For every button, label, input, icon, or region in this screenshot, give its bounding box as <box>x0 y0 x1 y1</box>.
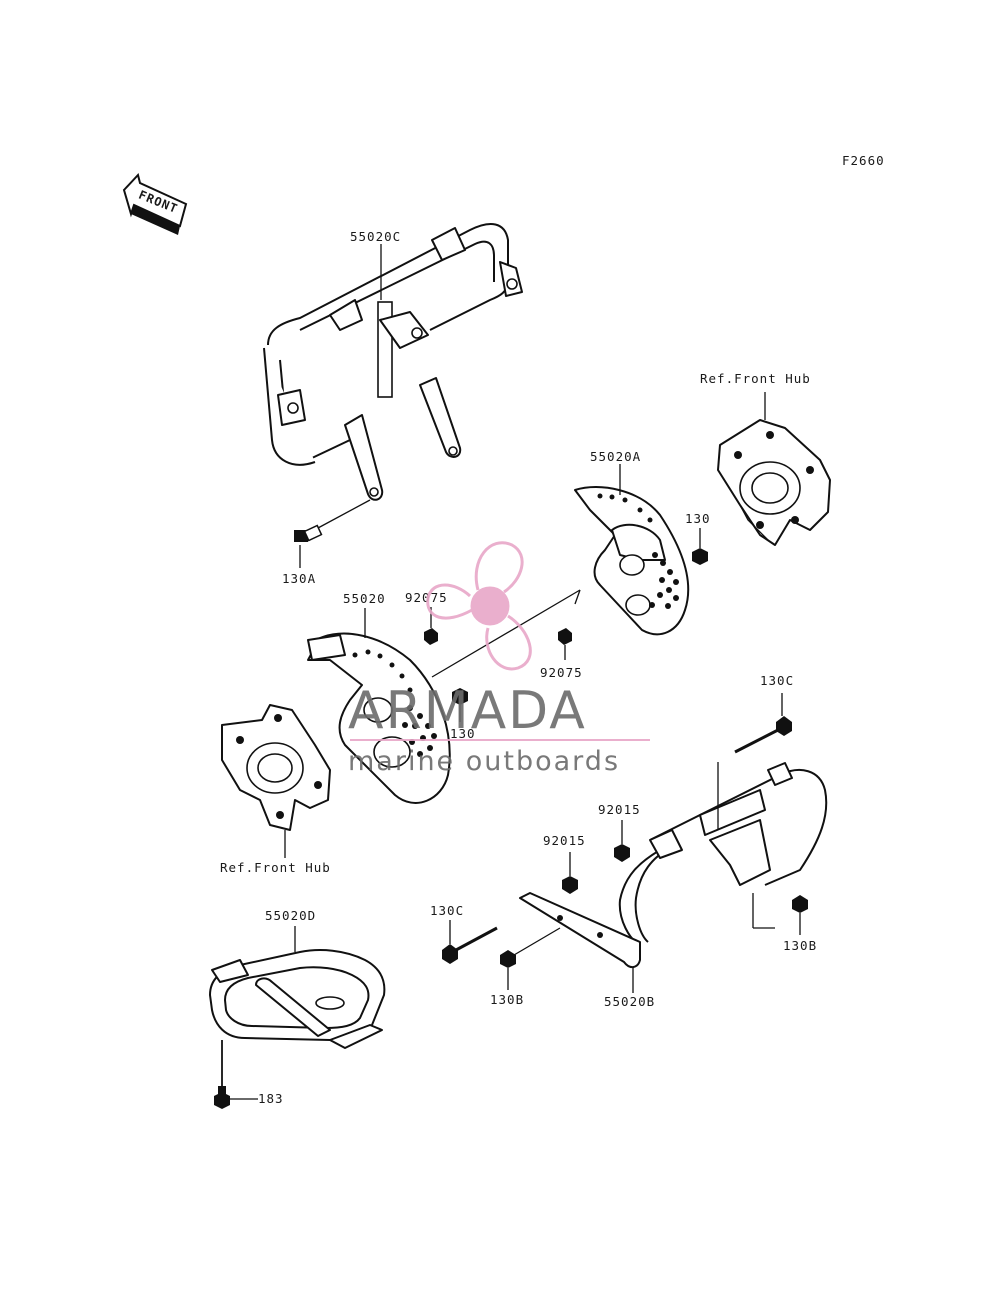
watermark-tagline: marine outboards <box>348 746 620 777</box>
guard-55020d <box>209 949 386 1049</box>
nut-92015-right-icon <box>614 844 630 862</box>
bolt-130c-right-icon <box>734 716 792 754</box>
watermark-brand: ARMADA <box>348 681 587 741</box>
label-183: 183 <box>258 1091 284 1106</box>
washer-92075-lower-icon <box>558 628 572 645</box>
label-130-left: 130 <box>450 726 476 741</box>
guard-55020b <box>519 762 828 968</box>
label-55020d: 55020D <box>265 908 316 923</box>
label-ref-front-hub-right: Ref.Front Hub <box>700 371 811 386</box>
figure-code: F2660 <box>842 153 885 168</box>
label-92075-lower: 92075 <box>540 665 583 680</box>
label-55020a: 55020A <box>590 449 641 464</box>
bolt-130c-left-icon <box>442 926 498 964</box>
label-130b-right: 130B <box>783 938 817 953</box>
front-hub-left <box>221 704 331 831</box>
propeller-logo-icon <box>426 541 532 671</box>
label-55020b: 55020B <box>604 994 655 1009</box>
bolt-130-left-icon <box>452 688 468 705</box>
watermark: ARMADA marine outboards <box>348 541 650 777</box>
label-92015-right: 92015 <box>598 802 641 817</box>
label-130c-right: 130C <box>760 673 794 688</box>
bolt-183-icon <box>214 1040 230 1109</box>
label-92015-left: 92015 <box>543 833 586 848</box>
front-arrow-icon: FRONT <box>122 172 188 235</box>
bolt-130-right-icon <box>692 548 708 565</box>
bolt-130b-left-icon <box>500 950 516 968</box>
label-92075-upper: 92075 <box>405 590 448 605</box>
label-130a: 130A <box>282 571 316 586</box>
label-ref-front-hub-left: Ref.Front Hub <box>220 860 331 875</box>
label-130b-left: 130B <box>490 992 524 1007</box>
bolt-130b-right-icon <box>792 895 808 913</box>
label-130-right: 130 <box>685 511 711 526</box>
label-130c-left: 130C <box>430 903 464 918</box>
washer-92075-upper-icon <box>424 628 438 645</box>
guard-55020c <box>263 223 523 501</box>
skid-plate-55020a <box>574 486 690 636</box>
bolt-130a-icon <box>294 524 323 542</box>
front-hub-right <box>717 419 831 546</box>
label-55020: 55020 <box>343 591 386 606</box>
nut-92015-left-icon <box>562 876 578 894</box>
skid-plate-55020 <box>307 632 451 804</box>
label-55020c: 55020C <box>350 229 401 244</box>
